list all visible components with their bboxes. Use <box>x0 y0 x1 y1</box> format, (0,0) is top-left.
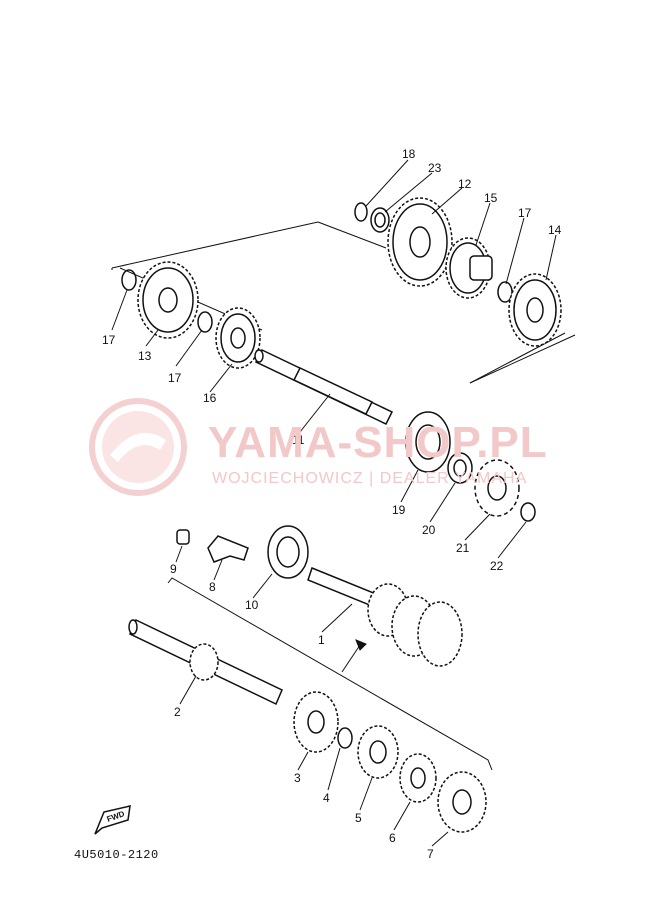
callout-22: 22 <box>490 559 504 573</box>
diagram-code: 4U5010-2120 <box>74 848 159 862</box>
callout-16: 16 <box>203 391 217 405</box>
callout-9: 9 <box>170 562 177 576</box>
callout-10: 10 <box>245 598 259 612</box>
callout-20: 20 <box>422 523 436 537</box>
gear-6 <box>399 753 437 803</box>
gear-7 <box>437 771 487 833</box>
callout-19: 19 <box>392 503 406 517</box>
countershaft-outline <box>111 221 576 384</box>
mainshaft-bracket <box>167 577 493 771</box>
gear-3 <box>293 691 339 753</box>
callout-15: 15 <box>484 191 498 205</box>
screw-9 <box>176 529 190 545</box>
callout-14: 14 <box>548 223 562 237</box>
driveshaft-2 <box>128 618 283 706</box>
watermark-title: YAMA-SHOP.PL <box>208 418 548 467</box>
circlip-17-middle <box>197 311 213 333</box>
callout-12: 12 <box>458 177 472 191</box>
callout-17-middle: 17 <box>168 371 182 385</box>
fwd-arrow-icon: FWD <box>94 805 131 835</box>
circlip-4 <box>337 727 353 749</box>
gear-12 <box>387 197 453 287</box>
callout-1: 1 <box>318 633 325 647</box>
circlip-18 <box>354 202 368 222</box>
watermark-logo <box>89 398 187 496</box>
callout-21: 21 <box>456 541 470 555</box>
gear-16 <box>215 307 261 369</box>
callout-3: 3 <box>294 771 301 785</box>
callout-13: 13 <box>138 349 152 363</box>
callout-2: 2 <box>174 705 181 719</box>
callout-23: 23 <box>428 161 442 175</box>
watermark-subtitle: WOJCIECHOWICZ | DEALER YAMAHA <box>212 470 528 487</box>
gear-15 <box>445 237 493 299</box>
callout-18: 18 <box>402 147 416 161</box>
sprocket-21 <box>474 459 520 517</box>
bearing-19 <box>405 411 451 473</box>
callout-labels: 18 23 12 15 17 14 17 13 17 16 11 19 20 2… <box>102 147 562 861</box>
callout-17-left: 17 <box>102 333 116 347</box>
countershaft-11 <box>254 349 394 425</box>
washer-23 <box>370 207 390 233</box>
circlip-17-left <box>121 269 137 291</box>
callout-5: 5 <box>355 811 362 825</box>
plate-8 <box>207 535 249 563</box>
collar-20 <box>447 452 473 484</box>
callout-17-right: 17 <box>518 206 532 220</box>
callout-6: 6 <box>389 831 396 845</box>
circlip-22 <box>520 502 536 522</box>
circlip-17-right <box>497 281 513 303</box>
callout-4: 4 <box>323 791 330 805</box>
callout-7: 7 <box>427 847 434 861</box>
gear-14 <box>508 273 562 347</box>
gear-13 <box>137 261 199 339</box>
bearing-10 <box>267 525 309 579</box>
callout-11: 11 <box>292 433 305 447</box>
mainshaft-assembly-1 <box>307 567 463 667</box>
callout-8: 8 <box>209 580 216 594</box>
gear-5 <box>357 725 399 779</box>
leader-lines <box>111 159 557 847</box>
